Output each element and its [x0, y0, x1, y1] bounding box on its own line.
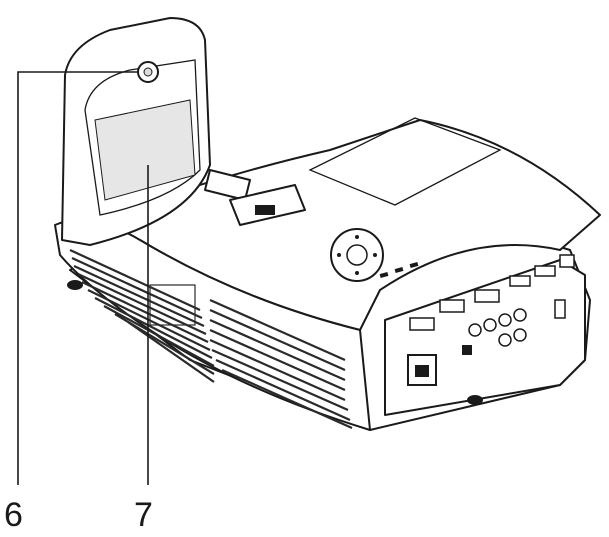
callout-6: 6: [4, 496, 23, 534]
front-foot: [67, 280, 83, 290]
vga-port-1: [409, 317, 435, 331]
hdmi-port-2: [534, 265, 556, 277]
rear-io-panel: [384, 254, 586, 416]
sensor: [137, 61, 159, 83]
leader-6: [17, 71, 138, 485]
control-keypad: [330, 228, 419, 282]
callout-7: 7: [134, 496, 153, 534]
lan-port: [559, 254, 575, 268]
front-vents: [69, 249, 353, 430]
rear-foot: [467, 395, 483, 405]
callout-leaders: [17, 71, 149, 485]
mirror: [94, 99, 196, 201]
focus-lever: [204, 169, 306, 226]
vga-port-3: [474, 289, 500, 303]
vga-port-2: [439, 299, 465, 313]
hdmi-port-1: [509, 275, 531, 287]
